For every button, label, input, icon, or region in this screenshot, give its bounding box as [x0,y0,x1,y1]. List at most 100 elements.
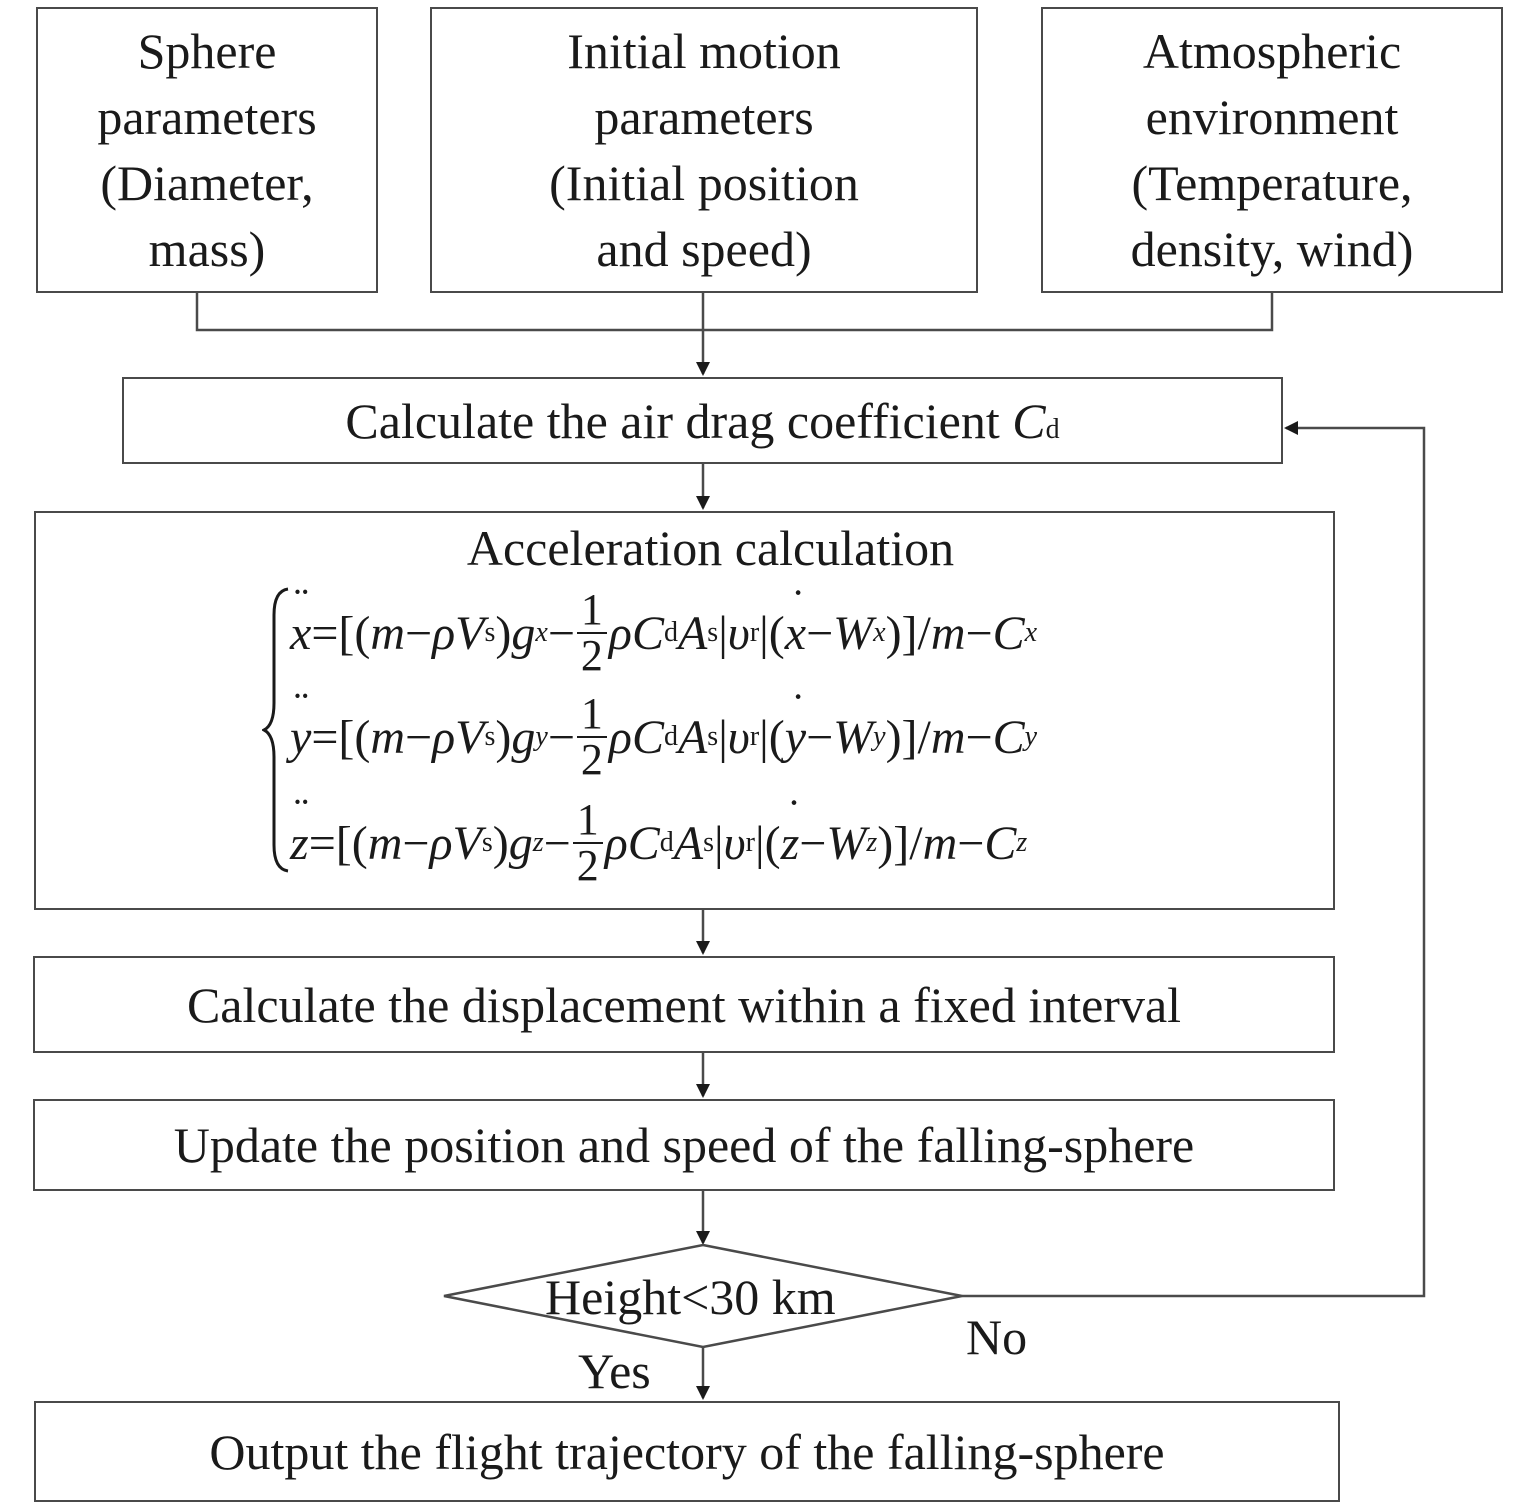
motion-line-3: (Initial position [549,155,859,211]
eq-z-vr: r [745,827,755,858]
eq-x-rho2: ρ [608,606,632,660]
eq-z-minus1: − [402,816,430,870]
eq-x-minus3: − [806,606,834,660]
eq-x-bar2: | [759,606,769,660]
eq-z-minus4: − [957,816,985,870]
eq-y-C2sub: y [1024,721,1038,752]
eq-z-m: m [367,816,403,870]
eq-y-rho1: ρ [432,710,456,764]
eq-x-minus4: − [965,606,993,660]
eq-x-W: W [833,606,874,660]
decision-diamond [443,1243,963,1349]
eq-x-gsub: x [535,617,548,648]
sphere-parameters-box: Sphere parameters (Diameter, mass) [36,7,378,293]
atmo-line-3: (Temperature, [1131,155,1413,211]
atmo-line-4: density, wind) [1130,221,1414,277]
left-brace [262,587,289,873]
eq-z-minus3: − [799,816,827,870]
eq-x-dot-var: x [785,580,806,661]
yes-label: Yes [578,1343,651,1399]
eq-y-V: V [455,710,485,764]
eq-y-As: s [707,721,719,752]
output-box: Output the flight trajectory of the fall… [34,1401,1340,1502]
sphere-line-2: parameters [97,89,317,145]
eq-z-C: C [627,816,660,870]
eq-y-v: υ [727,710,750,764]
acceleration-box: Acceleration calculation [34,511,1335,910]
eq-y-m2: m [930,710,966,764]
atmospheric-environment-box: Atmospheric environment (Temperature, de… [1041,7,1503,293]
eq-y-tail: )]/ [885,710,931,764]
eq-z-num: 1 [572,798,603,844]
eq-z-den: 2 [576,841,599,890]
eq-y-C2: C [992,710,1025,764]
eq-x-equals: = [311,606,339,660]
eq-y-ddot-var: y [290,682,311,765]
eq-z-Wsub: z [866,827,878,858]
eq-z-m2: m [922,816,958,870]
eq-z-As: s [703,827,715,858]
eq-x-v: υ [727,606,750,660]
eq-z-dot-var: z [781,790,801,871]
displacement-label: Calculate the displacement within a fixe… [186,976,1182,1033]
eq-y-Cd: d [663,721,678,752]
eq-x-C2sub: x [1024,617,1038,648]
eq-z-A: A [673,816,704,870]
output-label: Output the flight trajectory of the fall… [209,1423,1165,1480]
decision-label: Height<30 km [545,1269,836,1325]
eq-y-vr: r [749,721,760,752]
initial-motion-box: Initial motion parameters (Initial posit… [430,7,978,293]
eq-y-bar1: | [718,710,728,764]
motion-line-4: and speed) [596,221,812,277]
eq-y-den: 2 [580,735,603,784]
eq-x-m: m [370,606,406,660]
eq-x-A: A [677,606,708,660]
acceleration-title: Acceleration calculation [466,520,955,576]
eq-z-Cd: d [659,827,674,858]
eq-x-V: V [455,606,485,660]
eq-x-tail: )]/ [885,606,931,660]
atmo-line-2: environment [1145,89,1399,145]
sphere-line-4: mass) [148,221,266,277]
motion-line-1: Initial motion [567,23,841,79]
sphere-line-3: (Diameter, [100,155,314,211]
drag-symbol: C [1012,392,1046,449]
eq-z-v: υ [723,816,746,870]
atmo-line-1: Atmospheric [1142,23,1402,79]
eq-y-rho2: ρ [608,710,632,764]
eq-x-open: [( [338,606,371,660]
eq-x-minus1: − [405,606,433,660]
eq-z-C2sub: z [1016,827,1028,858]
eq-y-Vs: s [484,721,496,752]
eq-y-A: A [677,710,708,764]
eq-y-g: g [511,710,536,764]
eq-x-Wsub: x [873,617,886,648]
displacement-box: Calculate the displacement within a fixe… [33,956,1335,1053]
merge-line [195,292,1274,332]
update-box: Update the position and speed of the fal… [33,1099,1335,1191]
eq-y-bar2: | [759,710,769,764]
no-label: No [966,1309,1028,1365]
eq-x-cp: ) [495,606,512,660]
eq-x-C2: C [992,606,1025,660]
eq-y-gsub: y [535,721,548,752]
eq-y-minus2: − [547,710,575,764]
eq-x-Vs: s [484,617,496,648]
eq-z-minus2: − [543,816,571,870]
eq-x-C: C [631,606,664,660]
eq-z-bar2: | [755,816,765,870]
eq-z-ddot-var: z [290,788,309,871]
eq-y-open: [( [338,710,371,764]
eq-x-rho1: ρ [432,606,456,660]
eq-x-As: s [707,617,719,648]
drag-text: Calculate the air drag coefficient [345,392,1013,449]
